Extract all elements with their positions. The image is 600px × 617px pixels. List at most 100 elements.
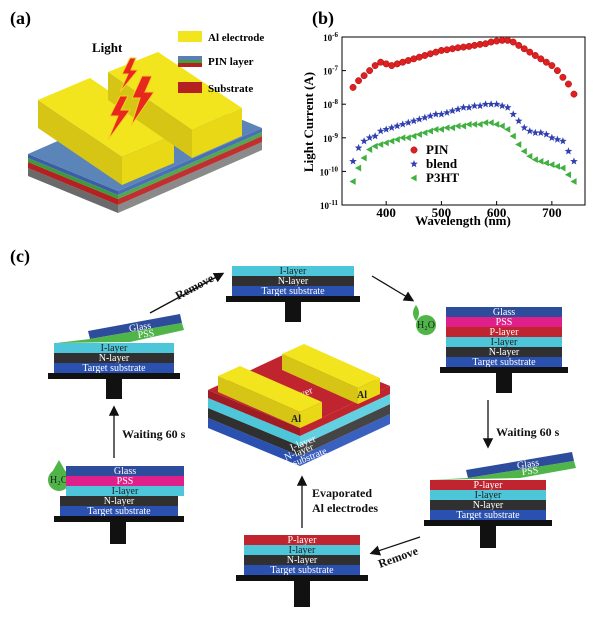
data-point-blend xyxy=(387,123,396,131)
center-device-3d: I-layer N-layer Target substrate P-layer… xyxy=(208,344,390,480)
data-point-p3ht xyxy=(371,142,378,150)
data-point-blend xyxy=(537,128,545,136)
data-point-p3ht xyxy=(404,134,411,142)
data-point-blend xyxy=(487,100,495,108)
data-point-blend xyxy=(382,125,390,133)
water-drop-icon xyxy=(416,315,436,335)
data-point-pin xyxy=(355,77,363,85)
data-point-blend xyxy=(465,103,473,111)
data-point-blend xyxy=(371,132,379,140)
data-point-blend xyxy=(548,133,556,142)
legend-label-substrate: Substrate xyxy=(208,83,253,95)
y-tick-label: 10-11 xyxy=(320,199,338,211)
data-point-blend xyxy=(531,128,540,136)
data-point-pin xyxy=(371,62,379,70)
light-label: Light xyxy=(92,40,123,55)
data-point-p3ht xyxy=(421,129,428,137)
data-point-p3ht xyxy=(520,147,527,155)
x-axis-label: Wavelength (nm) xyxy=(415,213,511,228)
y-tick-label: 10-9 xyxy=(323,132,338,144)
data-point-p3ht xyxy=(481,119,489,127)
step-evaporated-line2: Al electrodes xyxy=(312,501,378,515)
data-point-pin xyxy=(509,38,517,46)
data-point-p3ht xyxy=(553,162,560,170)
legend-marker-pin xyxy=(410,146,418,154)
data-point-blend xyxy=(470,101,479,110)
step-evaporated-line1: Evaporated xyxy=(312,486,372,500)
data-point-p3ht xyxy=(537,157,544,165)
data-point-pin xyxy=(570,90,578,98)
data-point-p3ht xyxy=(426,127,433,135)
stack-top-center: I-layer N-layer Target substrate xyxy=(226,266,360,322)
stack-left-top: Glass PSS I-layer N-layer Target substra… xyxy=(48,314,184,399)
svg-text:PSS: PSS xyxy=(521,465,539,478)
svg-text:I-layer: I-layer xyxy=(280,266,307,277)
data-point-p3ht xyxy=(493,120,500,128)
stack-left-bottom: H₂O Glass PSS I-layer N-layer Target sub… xyxy=(48,460,184,544)
step-remove-bottom: Remove xyxy=(376,543,420,571)
data-point-blend xyxy=(354,143,363,152)
panel-a-legend: Al electrode PIN layer Substrate xyxy=(178,31,264,95)
data-point-p3ht xyxy=(470,120,478,128)
data-point-p3ht xyxy=(542,159,549,167)
arrow-remove-top xyxy=(149,272,225,314)
data-point-blend xyxy=(570,157,578,165)
svg-text:Al: Al xyxy=(291,414,301,425)
data-point-pin xyxy=(366,67,374,75)
data-point-p3ht xyxy=(487,119,494,127)
data-point-blend xyxy=(393,122,402,130)
svg-text:Al: Al xyxy=(357,390,367,401)
data-point-pin xyxy=(542,58,550,66)
svg-text:Glass: Glass xyxy=(114,466,136,477)
data-point-p3ht xyxy=(570,178,577,185)
legend-label-p3ht: P3HT xyxy=(426,170,460,185)
data-point-p3ht xyxy=(366,146,373,153)
svg-text:I-layer: I-layer xyxy=(289,545,316,556)
data-point-pin xyxy=(537,55,545,63)
data-point-blend xyxy=(454,105,462,113)
data-point-pin xyxy=(349,83,357,91)
data-point-blend xyxy=(365,133,374,142)
step-waiting-left: Waiting 60 s xyxy=(122,427,186,441)
x-tick-label: 600 xyxy=(487,205,507,220)
svg-text:PSS: PSS xyxy=(117,476,134,487)
data-point-blend xyxy=(564,147,573,155)
data-point-blend xyxy=(525,127,534,135)
data-point-blend xyxy=(409,117,418,125)
svg-text:Target substrate: Target substrate xyxy=(472,357,536,368)
data-point-p3ht xyxy=(399,134,406,142)
data-point-pin xyxy=(360,72,368,80)
data-point-blend xyxy=(415,115,424,123)
svg-text:H₂O: H₂O xyxy=(417,320,435,331)
svg-text:Target substrate: Target substrate xyxy=(456,510,520,521)
y-tick-label: 10-6 xyxy=(323,31,338,43)
data-point-blend xyxy=(503,103,512,111)
data-point-p3ht xyxy=(515,141,522,148)
svg-text:PSS: PSS xyxy=(137,328,155,341)
legend-marker-p3ht xyxy=(410,174,417,182)
data-point-pin xyxy=(559,73,567,81)
svg-text:I-layer: I-layer xyxy=(112,486,139,497)
svg-text:PSS: PSS xyxy=(496,317,513,328)
panel-a-label: (a) xyxy=(10,8,31,29)
data-point-p3ht xyxy=(349,178,356,185)
data-point-p3ht xyxy=(559,164,566,172)
data-point-p3ht xyxy=(504,126,511,133)
y-tick-label: 10-10 xyxy=(320,165,339,177)
legend-label-al: Al electrode xyxy=(208,32,264,44)
data-point-p3ht xyxy=(548,161,555,169)
water-drop-icon xyxy=(48,469,70,491)
data-point-p3ht xyxy=(377,141,384,148)
data-point-blend xyxy=(398,120,407,128)
stack-right-bottom: Glass PSS P-layer I-layer N-layer Target… xyxy=(424,452,576,548)
legend-swatch-al xyxy=(178,31,202,42)
svg-text:P-layer: P-layer xyxy=(490,327,520,338)
x-tick-label: 400 xyxy=(376,205,396,220)
y-tick-label: 10-8 xyxy=(323,98,338,110)
arrow-remove-bottom xyxy=(369,536,421,556)
legend-swatch-substrate xyxy=(178,82,202,93)
svg-text:H₂O: H₂O xyxy=(50,475,68,486)
water-drop-icon xyxy=(413,305,419,321)
